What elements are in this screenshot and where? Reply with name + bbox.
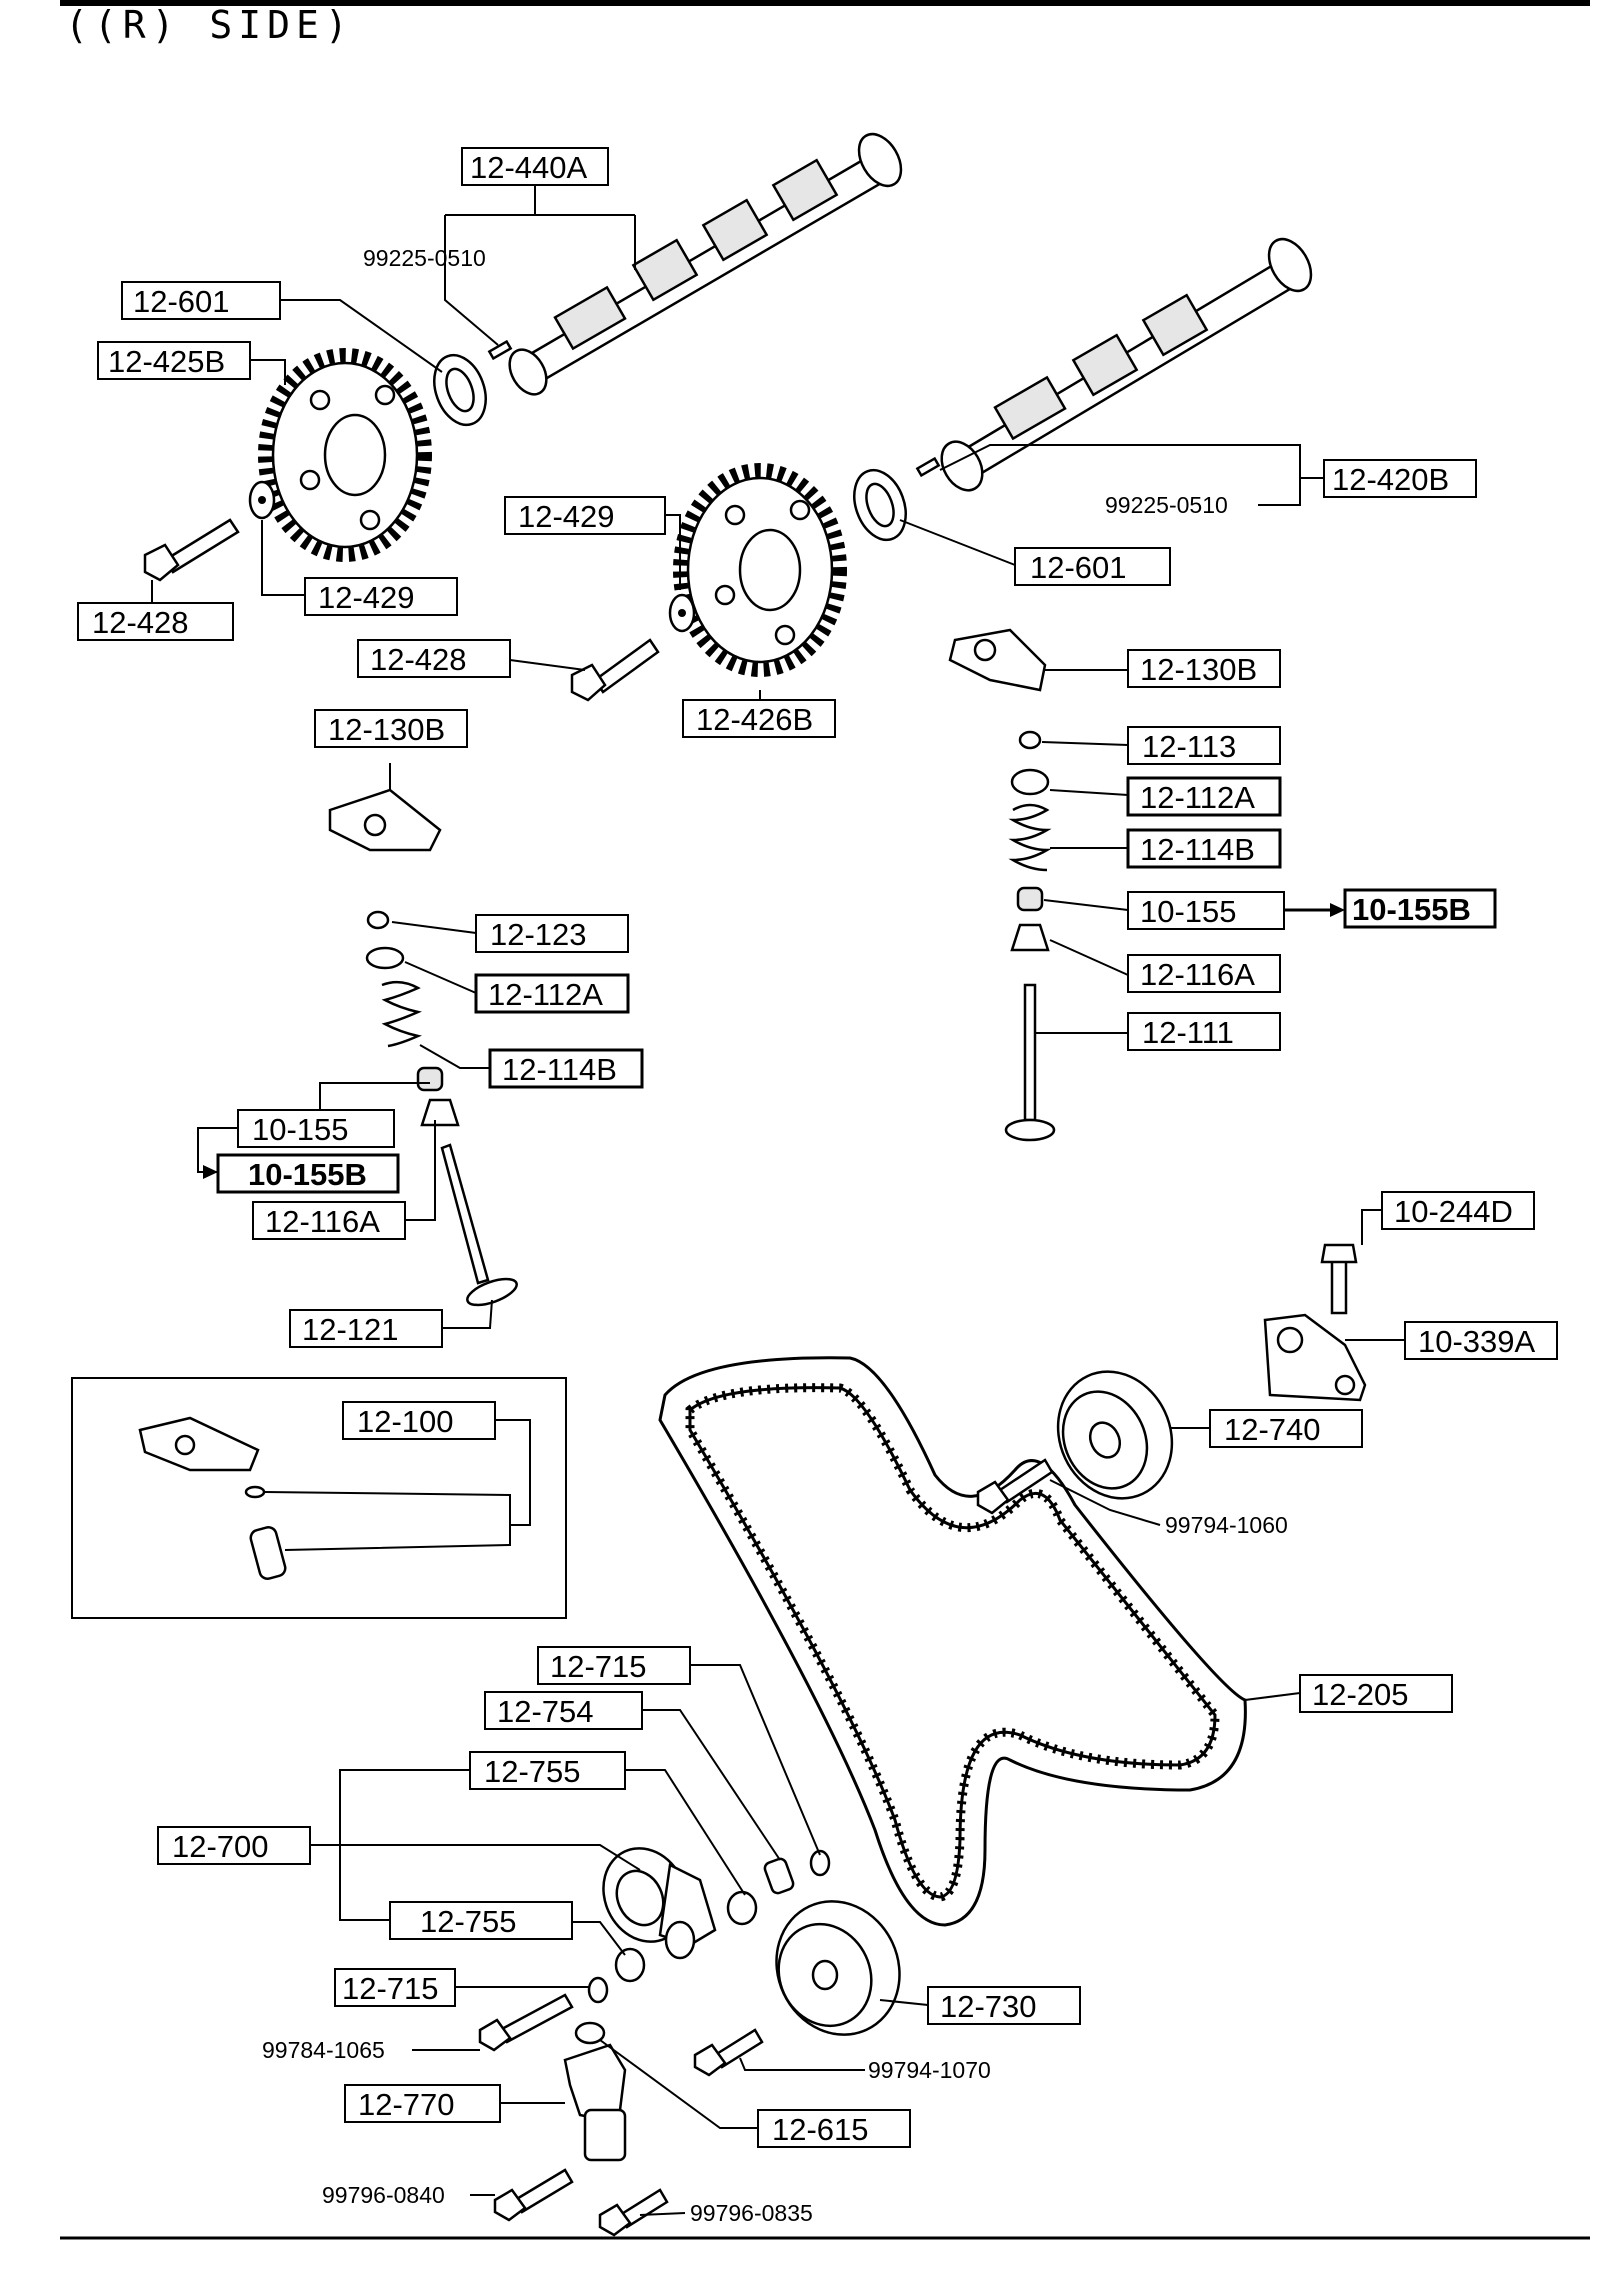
callout-12-116a-left: 12-116A [265,1204,380,1239]
tensioner-damper [563,2021,627,2162]
leader-lines [151,178,1405,2216]
callout-12-740: 12-740 [1224,1412,1321,1447]
bolt-99796-0835 [598,2188,669,2237]
pulley-bolt-right [570,638,660,702]
callout-12-428-right: 12-428 [370,642,467,677]
inset-rocker-arm [138,1416,260,1472]
callout-12-615: 12-615 [772,2112,869,2147]
callout-12-715-upper: 12-715 [550,1649,647,1684]
callout-10-155b-right: 10-155B [1352,892,1471,927]
callout-12-428-left: 12-428 [92,605,189,640]
callout-12-100: 12-100 [357,1404,454,1439]
crank-pulley [775,1900,901,2036]
valve-assembly-right [1004,730,1056,1142]
callout-12-113: 12-113 [1142,729,1236,764]
inset-lash-adjuster [249,1526,287,1580]
bolt-99796-0840 [493,2168,574,2222]
rocker-arm-right [948,628,1047,692]
callout-12-116a-right: 12-116A [1140,957,1255,992]
callout-12-429-left: 12-429 [318,580,415,615]
callout-10-155b-left: 10-155B [248,1157,367,1192]
callout-10-155-left: 10-155 [252,1112,349,1147]
partno-99794-1070: 99794-1070 [868,2057,991,2083]
idler-pulley [1056,1370,1174,1500]
callout-10-155-right: 10-155 [1140,894,1237,929]
idler-bolt [976,1458,1054,1515]
partno-99796-0835: 99796-0835 [690,2200,813,2226]
callout-12-755-upper: 12-755 [484,1754,581,1789]
cam-pulley-right [673,463,847,677]
callout-12-205: 12-205 [1312,1677,1409,1712]
collar-lower [614,1947,646,1983]
washer-715-upper [809,1849,831,1877]
camshaft-lower [940,237,1313,492]
callout-12-130b-right: 12-130B [1140,652,1257,687]
callout-12-425b: 12-425B [108,344,225,379]
callout-12-770: 12-770 [358,2087,455,2122]
callout-10-339a: 10-339A [1418,1324,1536,1359]
callouts: 12-440A 99225-0510 12-601 12-425B 12-429… [77,147,1558,2226]
bracket [1263,1313,1367,1402]
rocker-arm-left [328,788,442,852]
partno-99796-0840: 99796-0840 [322,2182,445,2208]
partno-99794-1060: 99794-1060 [1165,1512,1288,1538]
callout-12-112a-right: 12-112A [1140,780,1255,815]
partno-99784-1065: 99784-1065 [262,2037,385,2063]
key-pin-lower [915,456,941,478]
cam-pulley-left [258,348,432,562]
partno-99225-0510-upper: 99225-0510 [363,245,486,271]
callout-12-420b: 12-420B [1332,462,1449,497]
callout-12-700: 12-700 [172,1829,269,1864]
bolt-99784-1065 [478,1993,574,2052]
callout-12-426b: 12-426B [696,702,813,737]
callout-12-121: 12-121 [302,1312,399,1347]
callout-12-730: 12-730 [940,1989,1037,2024]
callout-12-112a-left: 12-112A [488,977,603,1012]
page-title: ((R) SIDE) [65,3,354,47]
callout-12-130b-left: 12-130B [328,712,445,747]
bolt-99794-1070 [693,2028,764,2077]
partno-99225-0510-lower: 99225-0510 [1105,492,1228,518]
bracket-bolt [1320,1243,1358,1315]
arrow-left [203,1165,218,1179]
valve-assembly-left [365,910,518,1307]
callout-12-755-lower: 12-755 [420,1904,517,1939]
callout-12-754: 12-754 [497,1694,594,1729]
callout-10-244d: 10-244D [1394,1194,1513,1229]
inset-pin [244,1485,266,1499]
collar-upper [726,1890,758,1926]
callout-12-715-lower: 12-715 [342,1971,439,2006]
arrow-right [1284,903,1345,917]
callout-12-114b-left: 12-114B [502,1052,617,1087]
callout-12-601-right: 12-601 [1030,550,1127,585]
pulley-bolt-left [143,518,240,582]
callout-12-429-right: 12-429 [518,499,615,534]
header-bar [60,0,1590,6]
callout-12-111: 12-111 [1142,1015,1234,1050]
callout-box [461,147,609,186]
callout-12-123: 12-123 [490,917,587,952]
key-pin-upper [487,339,513,361]
callout-12-114b-right: 12-114B [1140,832,1255,867]
camshaft-upper [508,132,903,396]
callout-12-440a: 12-440A [470,150,588,185]
timing-belt [658,1356,1247,1927]
spacer-754 [763,1857,795,1895]
callout-12-601-left: 12-601 [133,284,230,319]
washer-715-lower [587,1976,609,2004]
tensioner-pulley [602,1847,717,1960]
